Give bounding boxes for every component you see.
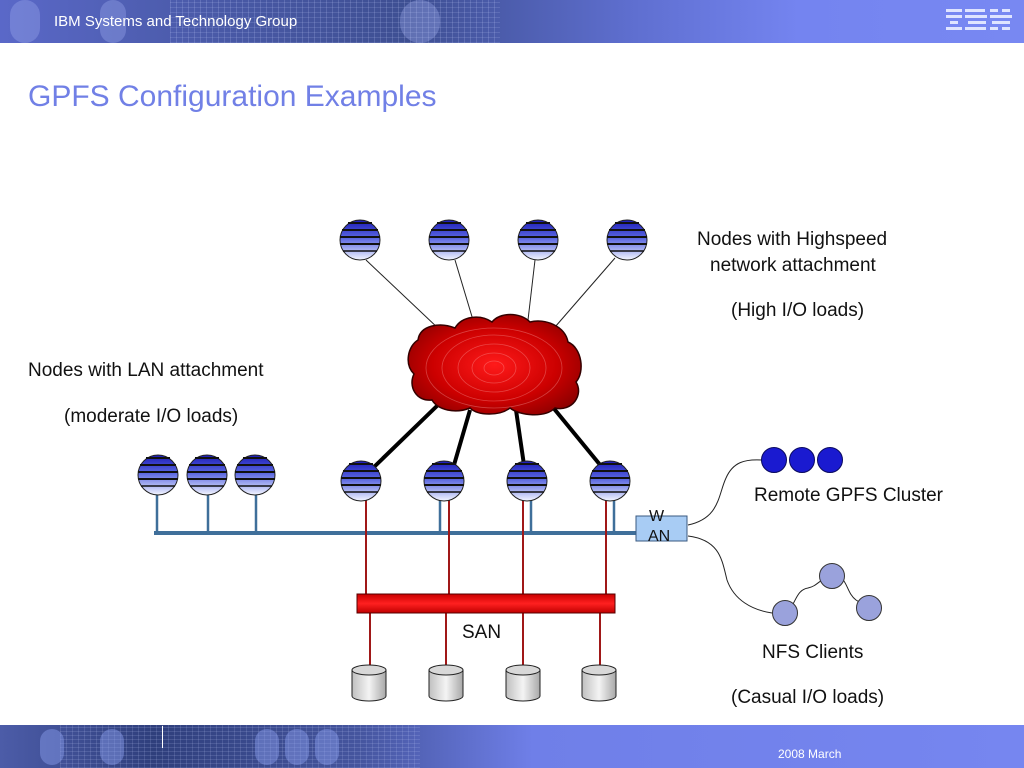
lan-label: Nodes with LAN attachment (28, 360, 264, 381)
footer-separator (162, 726, 163, 748)
san-label: SAN (462, 622, 502, 643)
disk-icon (428, 664, 464, 702)
node-icon (506, 460, 548, 502)
nfs-node-icon (772, 600, 798, 626)
ibm-logo (946, 9, 1012, 30)
footer-grid-pattern (60, 725, 420, 768)
lan-only-nodes (137, 454, 276, 496)
remote-cluster-nodes (761, 447, 843, 473)
disk-icon (581, 664, 617, 702)
node-icon (606, 219, 648, 261)
node-icon (428, 219, 470, 261)
node-icon (589, 460, 631, 502)
wan-links (687, 459, 871, 614)
network-cloud (407, 313, 582, 416)
node-icon (423, 460, 465, 502)
highspeed-load-label: (High I/O loads) (731, 300, 865, 321)
highspeed-label-line2: network attachment (710, 255, 876, 276)
disk-icon (351, 664, 387, 702)
node-icon (340, 460, 382, 502)
footer-decoration (285, 729, 309, 765)
highspeed-label-line1: Nodes with Highspeed (697, 229, 888, 250)
wan-label-line2: AN (648, 528, 671, 545)
disk-icon (505, 664, 541, 702)
nfs-clients-label: NFS Clients (762, 642, 864, 663)
footer-decoration (255, 729, 279, 765)
cloud-to-cluster-links (372, 401, 603, 469)
footer-banner: 2008 March (0, 725, 1024, 768)
storage-disks (351, 664, 617, 702)
nfs-load-label: (Casual I/O loads) (731, 687, 885, 708)
remote-node-icon (817, 447, 843, 473)
footer-date: 2008 March (778, 747, 842, 761)
highspeed-nodes (339, 219, 648, 261)
lan-bus (154, 495, 640, 535)
node-icon (137, 454, 179, 496)
node-icon (517, 219, 559, 261)
node-icon (339, 219, 381, 261)
footer-decoration (315, 729, 339, 765)
node-icon (186, 454, 228, 496)
header-group-name: IBM Systems and Technology Group (54, 13, 298, 30)
footer-decoration (40, 729, 64, 765)
remote-cluster-label: Remote GPFS Cluster (754, 485, 943, 506)
cluster-nodes (340, 460, 631, 502)
remote-node-icon (789, 447, 815, 473)
lan-load-label: (moderate I/O loads) (64, 406, 239, 427)
nfs-client-nodes (772, 563, 882, 626)
san-bar (356, 593, 616, 614)
wan-label-line1: W (649, 508, 665, 525)
san-links (365, 499, 607, 668)
footer-decoration (100, 729, 124, 765)
wan-box (635, 515, 688, 542)
highspeed-links (365, 257, 616, 331)
header-decoration (10, 0, 40, 43)
header-banner: IBM Systems and Technology Group (0, 0, 1024, 43)
header-decoration (100, 0, 126, 43)
header-grid-pattern (170, 0, 500, 43)
node-icon (234, 454, 276, 496)
nfs-node-icon (819, 563, 845, 589)
nfs-node-icon (856, 595, 882, 621)
page-title: GPFS Configuration Examples (28, 80, 437, 113)
remote-node-icon (761, 447, 787, 473)
header-decoration (400, 0, 440, 43)
cloud-texture (425, 327, 563, 409)
